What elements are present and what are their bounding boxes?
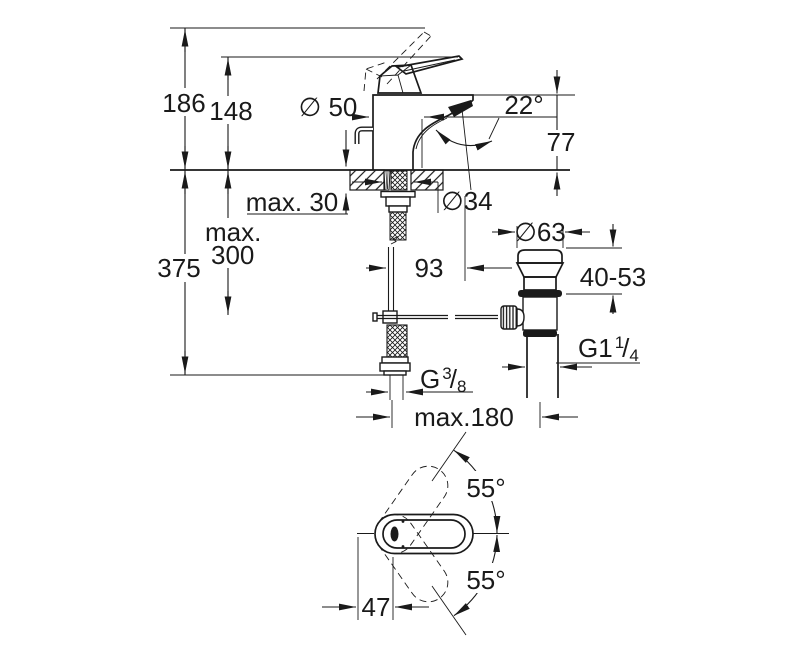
g38-prefix: G bbox=[420, 364, 440, 394]
side-bracket bbox=[354, 126, 373, 144]
handle-lever bbox=[377, 55, 464, 94]
supply-hose bbox=[379, 324, 411, 428]
faucet-body bbox=[372, 94, 474, 170]
handle-dot-marker bbox=[390, 526, 399, 542]
angle-label-22: 22° bbox=[504, 90, 543, 120]
g114-prefix: G1 bbox=[578, 333, 613, 363]
g38-sub: 8 bbox=[457, 377, 466, 396]
dia-label-63: ∅63 bbox=[514, 217, 566, 247]
note-max-180: max.180 bbox=[414, 402, 514, 432]
swing-limit-line-top bbox=[431, 431, 467, 482]
mounting-shank bbox=[380, 170, 416, 245]
range-label-40-53: 40-53 bbox=[580, 262, 647, 292]
note-max-300-line2: 300 bbox=[211, 240, 254, 270]
angle-label-55-top: 55° bbox=[466, 473, 505, 503]
g114-slash: / bbox=[622, 333, 630, 363]
g114-sub: 4 bbox=[629, 346, 638, 365]
dim-label-47: 47 bbox=[362, 592, 391, 622]
g114-sup: 1 bbox=[615, 333, 624, 352]
handle-lever-raised bbox=[363, 31, 432, 92]
dimension-annotations bbox=[157, 28, 649, 620]
angle-label-55-bottom: 55° bbox=[466, 565, 505, 595]
o-ring bbox=[518, 290, 562, 297]
top-view-handle bbox=[357, 431, 513, 636]
handle-rotated-up bbox=[366, 458, 456, 562]
aerator bbox=[448, 100, 473, 117]
dim-label-186: 186 bbox=[162, 88, 205, 118]
g38-slash: / bbox=[450, 364, 458, 394]
dia-label-34: ∅34 bbox=[441, 186, 493, 216]
stream-line bbox=[461, 108, 472, 191]
waste-plug bbox=[517, 249, 563, 264]
adjuster-knob bbox=[500, 305, 518, 330]
note-max-30: max. 30 bbox=[246, 187, 339, 217]
pop-up-waste bbox=[500, 249, 565, 428]
swing-limit-line-bottom bbox=[431, 585, 467, 636]
dim-label-375: 375 bbox=[157, 253, 200, 283]
dim-label-77: 77 bbox=[547, 127, 576, 157]
break-symbol bbox=[390, 236, 399, 245]
dim-label-93: 93 bbox=[415, 253, 444, 283]
pop-up-pull-rod bbox=[372, 247, 498, 324]
g38-sup: 3 bbox=[442, 364, 451, 383]
dia-label-50: ∅ 50 bbox=[299, 92, 358, 122]
note-max-300-line1: max. bbox=[205, 217, 261, 247]
dimension-labels: 186 148 ∅ 50 22° 77 max. 30 ∅34 max. 300… bbox=[157, 88, 646, 622]
dim-label-148: 148 bbox=[209, 96, 252, 126]
